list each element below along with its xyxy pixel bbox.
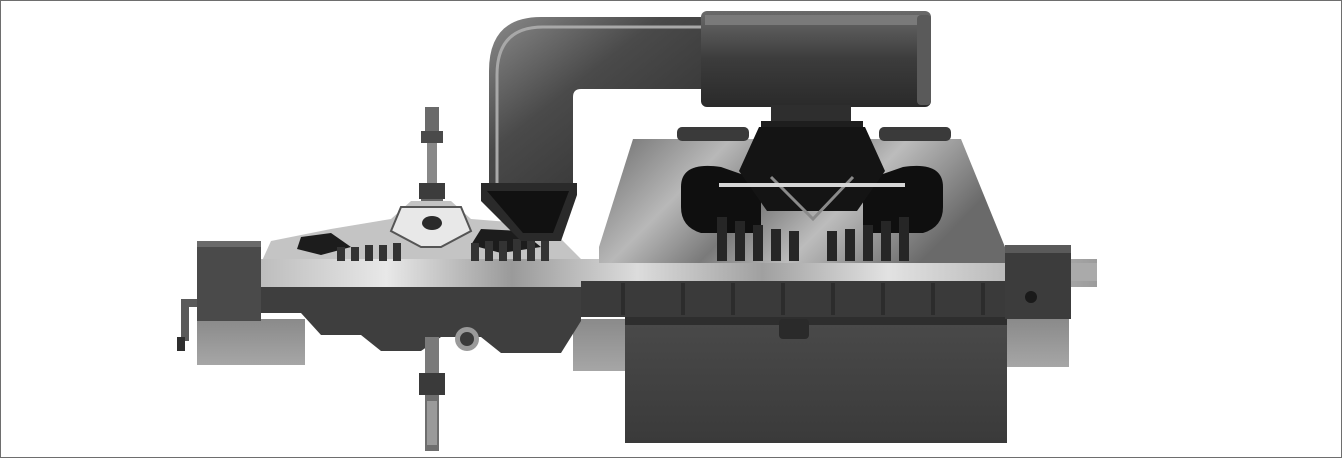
crossover-box [701,11,931,125]
foundation-pads [197,319,1069,371]
hp-blade-stages [337,235,549,261]
rear-bearing-pedestal [1005,245,1071,319]
lp-blade-stages [717,217,909,261]
front-bearing-pedestal [177,241,261,351]
lp-internals [681,127,943,233]
control-valve-stem-top [419,107,445,213]
crossover-pipe [481,17,705,241]
hp-casing-lower [261,285,581,353]
lp-lower-frame [581,281,1027,317]
exhaust-hood-lower [625,317,1007,443]
control-valve-stem-bottom [419,337,445,451]
